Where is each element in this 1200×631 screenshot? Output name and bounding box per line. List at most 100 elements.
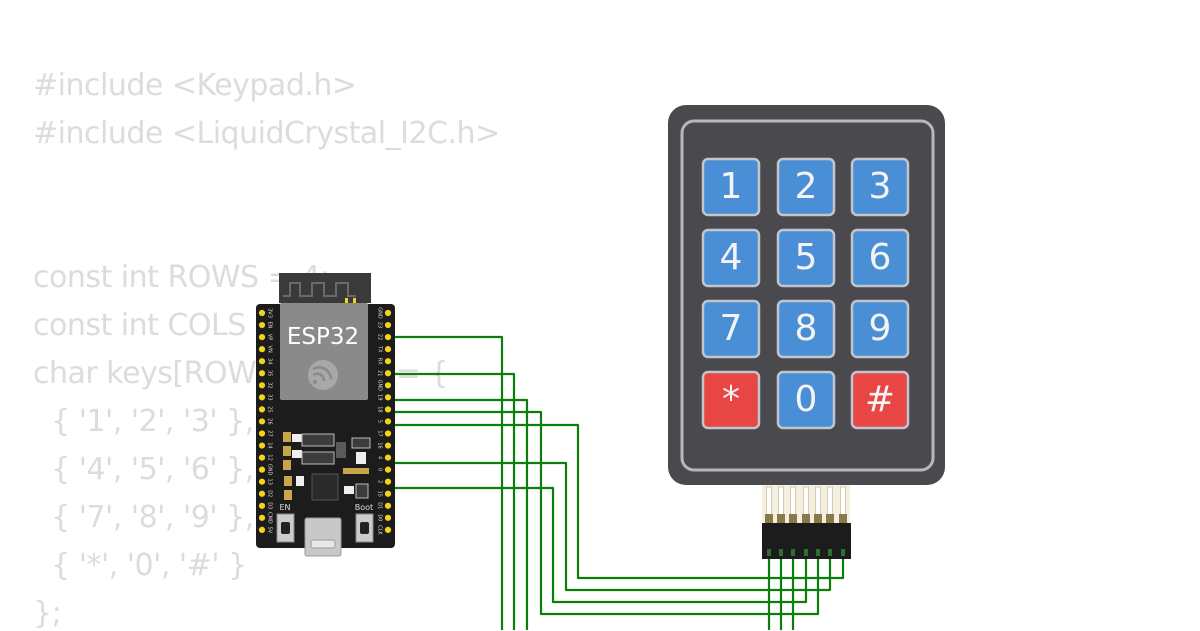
wire[interactable] xyxy=(388,486,808,604)
pin-label: TX xyxy=(377,345,383,353)
code-line: { '1', '2', '3' }, xyxy=(33,404,254,439)
pin-label: 13 xyxy=(267,479,273,485)
board-pin[interactable] xyxy=(384,526,392,534)
wire[interactable] xyxy=(388,335,504,630)
keypad-key[interactable]: 4 xyxy=(701,228,761,288)
key-label: 2 xyxy=(795,166,818,207)
board-pin[interactable] xyxy=(258,442,266,449)
board-components xyxy=(283,432,371,501)
pin-label: 5V xyxy=(267,527,273,534)
connector-pin[interactable] xyxy=(828,549,832,556)
key-label: 3 xyxy=(869,166,892,207)
code-line: { '*', '0', '#' } xyxy=(33,548,247,583)
wire[interactable] xyxy=(388,410,820,616)
pin-label: 18 xyxy=(377,406,383,412)
board-pin[interactable] xyxy=(384,346,392,353)
code-line: #include <LiquidCrystal_I2C.h> xyxy=(33,116,500,151)
board-pin[interactable] xyxy=(384,370,392,377)
connector-pin[interactable] xyxy=(841,549,845,556)
keypad-key[interactable]: 6 xyxy=(850,228,910,288)
board-pin[interactable] xyxy=(384,334,392,341)
keypad-key[interactable]: 1 xyxy=(701,157,761,217)
board-pin[interactable] xyxy=(384,514,392,521)
pin-label: 26 xyxy=(267,418,273,424)
connector-pin[interactable] xyxy=(804,549,808,556)
board-pin[interactable] xyxy=(258,370,266,377)
pin-label: EN xyxy=(267,322,273,329)
board-pin[interactable] xyxy=(384,442,392,449)
board-pin[interactable] xyxy=(258,490,266,497)
pin-label: 33 xyxy=(267,394,273,400)
board-pin[interactable] xyxy=(384,478,392,485)
connector-pin[interactable] xyxy=(767,549,771,556)
board-pin[interactable] xyxy=(258,466,266,473)
board-pin[interactable] xyxy=(258,502,266,509)
board-pin[interactable] xyxy=(384,466,392,473)
key-label: 5 xyxy=(795,237,818,278)
board-pin[interactable] xyxy=(258,321,266,329)
pin-label: GND xyxy=(377,380,383,392)
keypad-key[interactable]: 2 xyxy=(776,157,836,217)
wire[interactable] xyxy=(388,461,832,592)
board-pin[interactable] xyxy=(258,514,266,521)
connector-pin[interactable] xyxy=(791,549,795,556)
board-pin[interactable] xyxy=(384,454,392,461)
pin-label: 21 xyxy=(377,370,383,376)
board-pin[interactable] xyxy=(258,430,266,437)
keypad-key[interactable]: 8 xyxy=(776,299,836,359)
en-button[interactable] xyxy=(276,513,295,543)
keypad-key[interactable]: 5 xyxy=(776,228,836,288)
board-pin[interactable] xyxy=(384,309,392,317)
board-pin[interactable] xyxy=(384,406,392,413)
keypad-key[interactable]: 7 xyxy=(701,299,761,359)
wire[interactable] xyxy=(388,398,529,630)
board-pin[interactable] xyxy=(258,394,266,401)
keypad-border xyxy=(680,119,935,472)
pin-label: 34 xyxy=(267,358,273,364)
board-pin[interactable] xyxy=(384,490,392,497)
board-pin[interactable] xyxy=(258,454,266,461)
board-pin[interactable] xyxy=(258,346,266,353)
wires[interactable] xyxy=(388,335,845,630)
keypad-key[interactable]: 3 xyxy=(850,157,910,217)
boot-label: Boot xyxy=(355,503,373,512)
esp32-board[interactable]: ESP32 3V3ENVPVN343532332526271412GND13D2… xyxy=(256,273,395,557)
connector-pin[interactable] xyxy=(816,549,820,556)
board-pin[interactable] xyxy=(384,382,392,389)
board-pin[interactable] xyxy=(384,430,392,437)
board-pin[interactable] xyxy=(384,358,392,365)
wire[interactable] xyxy=(388,423,845,580)
board-pin[interactable] xyxy=(258,406,266,413)
antenna-pad xyxy=(353,298,356,303)
pin-label: 27 xyxy=(267,430,273,436)
code-line: }; xyxy=(33,596,62,631)
pin-label: CLK xyxy=(377,525,383,535)
board-pin[interactable] xyxy=(258,526,266,534)
left-pin-header: 3V3ENVPVN343532332526271412GND13D2D3CMD5… xyxy=(258,308,273,534)
board-pin[interactable] xyxy=(258,309,266,317)
connector-pin[interactable] xyxy=(779,549,783,556)
pin-label: VN xyxy=(267,346,273,353)
code-line: { '7', '8', '9' }, xyxy=(33,500,254,535)
board-pin[interactable] xyxy=(258,334,266,341)
board-pin[interactable] xyxy=(258,478,266,485)
boot-button[interactable] xyxy=(355,513,374,543)
keypad-key[interactable]: * xyxy=(701,370,761,430)
keypad-key[interactable]: 9 xyxy=(850,299,910,359)
key-label: 7 xyxy=(720,308,743,349)
board-pin[interactable] xyxy=(384,418,392,425)
board-pin[interactable] xyxy=(384,394,392,401)
keypad-key[interactable]: # xyxy=(850,370,910,430)
pin-label: 4 xyxy=(377,456,383,459)
board-pin[interactable] xyxy=(258,382,266,389)
pin-label: 15 xyxy=(377,491,383,497)
board-pin[interactable] xyxy=(258,418,266,425)
board-pin[interactable] xyxy=(384,321,392,329)
wire[interactable] xyxy=(388,372,516,630)
board-pin[interactable] xyxy=(384,502,392,509)
keypad-key[interactable]: 0 xyxy=(776,370,836,430)
board-pin[interactable] xyxy=(258,358,266,365)
